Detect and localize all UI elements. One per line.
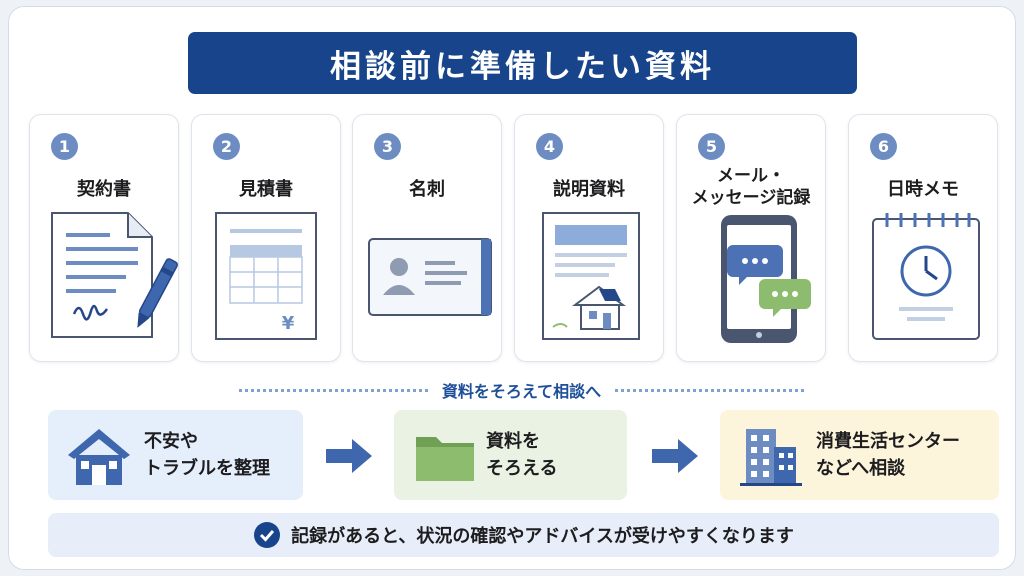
dotted-line-left xyxy=(239,388,428,392)
calendar-clock-icon xyxy=(872,213,980,340)
number-badge: 1 xyxy=(51,133,78,160)
step-text: 不安や トラブルを整理 xyxy=(144,431,270,479)
brochure-house-icon xyxy=(542,212,640,340)
separator-row: 資料をそろえて相談へ xyxy=(239,377,805,403)
number-badge: 2 xyxy=(213,133,240,160)
card-label: 契約書 xyxy=(77,179,131,200)
separator-label: 資料をそろえて相談へ xyxy=(441,382,602,401)
arrow-right-icon xyxy=(326,439,372,473)
step-text: 資料を そろえる xyxy=(486,431,558,479)
step-text: 消費生活センター などへ相談 xyxy=(816,431,960,479)
card-label: 名刺 xyxy=(409,179,445,200)
svg-text:¥: ¥ xyxy=(282,313,295,334)
card-label: メール・ メッセージ記録 xyxy=(691,166,811,208)
step-collect: 資料を そろえる xyxy=(394,410,627,500)
check-circle-icon xyxy=(254,522,281,548)
card-label: 説明資料 xyxy=(553,179,625,200)
document-card-5: 5 メール・ メッセージ記録 xyxy=(676,114,826,362)
dotted-line-right xyxy=(615,388,805,392)
step-consult: 消費生活センター などへ相談 xyxy=(720,410,999,500)
arrow-right-icon xyxy=(652,439,698,473)
smartphone-chat-icon xyxy=(721,215,811,343)
step-organize: 不安や トラブルを整理 xyxy=(48,410,303,500)
document-card-3: 3 名刺 xyxy=(352,114,502,362)
card-label: 見積書 xyxy=(239,179,293,200)
document-card-4: 4 説明資料 xyxy=(514,114,664,362)
footer-text: 記録があると、状況の確認やアドバイスが受けやすくなります xyxy=(291,526,794,547)
page-frame: 相談前に準備したい資料 1 契約書 2 見積書 xyxy=(8,6,1016,570)
footer-note: 記録があると、状況の確認やアドバイスが受けやすくなります xyxy=(48,513,999,557)
number-badge: 6 xyxy=(870,133,897,160)
house-icon xyxy=(68,429,130,485)
building-icon xyxy=(740,429,802,486)
document-card-1: 1 契約書 xyxy=(29,114,179,362)
estimate-sheet-icon: ¥ xyxy=(215,212,317,340)
number-badge: 3 xyxy=(374,133,401,160)
contract-pen-icon xyxy=(51,212,179,338)
folder-icon xyxy=(416,437,474,481)
number-badge: 5 xyxy=(698,133,725,160)
page-title: 相談前に準備したい資料 xyxy=(330,48,715,85)
number-badge: 4 xyxy=(536,133,563,160)
business-card-icon xyxy=(368,238,492,316)
document-card-6: 6 日時メモ xyxy=(848,114,998,362)
title-banner: 相談前に準備したい資料 xyxy=(188,32,857,94)
card-label: 日時メモ xyxy=(887,179,959,200)
document-card-2: 2 見積書 ¥ xyxy=(191,114,341,362)
